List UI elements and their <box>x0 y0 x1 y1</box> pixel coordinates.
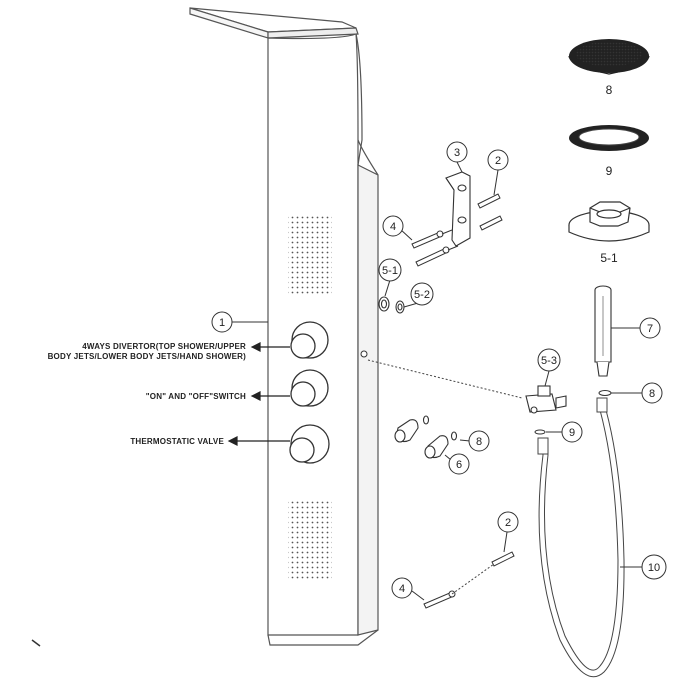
on-off-switch-knob <box>290 369 329 407</box>
part-9-label: 9 <box>606 164 613 178</box>
callout-4a: 4 <box>390 221 396 233</box>
callout-5-1: 5-1 <box>382 265 398 277</box>
callout-4b-circle <box>391 577 413 599</box>
callout-5-2: 5-2 <box>414 289 430 301</box>
callout-3: 3 <box>454 147 460 159</box>
screws-top <box>411 229 459 267</box>
callout-5-2-circle <box>410 282 434 306</box>
callout-5-1-leader <box>384 279 391 297</box>
callout-9-circle <box>561 421 583 443</box>
connection-dashed-line <box>367 359 523 399</box>
side-arrows <box>227 342 290 446</box>
callout-4b: 4 <box>399 583 405 595</box>
upper-body-jets <box>288 215 332 295</box>
callout-2b-leader <box>503 531 508 553</box>
callout-8a: 8 <box>649 388 655 400</box>
hand-shower <box>594 285 612 377</box>
callout-5-3-leader <box>544 370 550 387</box>
callout-5-2-leader <box>403 302 419 308</box>
hex-nut-flange-part-5-1 <box>568 201 650 242</box>
washers <box>378 296 405 314</box>
callout-7: 7 <box>647 323 653 335</box>
callout-8b: 8 <box>476 436 482 448</box>
callout-5-1-circle <box>378 258 402 282</box>
callout-2a-leader <box>493 169 499 196</box>
callout-9: 9 <box>569 427 575 439</box>
callout-2b: 2 <box>505 517 511 529</box>
callout-7-circle <box>639 317 661 339</box>
ring-gasket-part-9 <box>569 125 649 151</box>
mesh-cover-part-8 <box>568 39 650 75</box>
callout-10-circle <box>641 554 667 580</box>
callout-8b-leader <box>459 439 471 442</box>
callout-2a: 2 <box>495 155 501 167</box>
panel-outlet-hole <box>360 350 368 358</box>
callout-3-leader <box>456 161 463 173</box>
callout-10: 10 <box>648 562 660 574</box>
bottom-fixings <box>423 551 515 609</box>
hose-washer <box>534 429 546 435</box>
lower-body-jets <box>288 500 332 580</box>
callout-1-circle <box>211 311 233 333</box>
part-5-1-label: 5-1 <box>600 251 618 265</box>
elbow-fittings <box>394 415 458 459</box>
callout-2b-circle <box>497 511 519 533</box>
bottom-dashed-line <box>451 563 495 595</box>
callout-8a-circle <box>641 382 663 404</box>
hand-shower-washer <box>598 390 612 396</box>
diverter-knob <box>290 321 329 359</box>
wall-bracket <box>445 171 471 247</box>
diverter-label-line2: BODY JETS/LOWER BODY JETS/HAND SHOWER) <box>48 352 247 361</box>
outlet-adapter <box>525 385 567 414</box>
callout-4a-circle <box>382 215 404 237</box>
anchor-plugs-top <box>477 193 503 231</box>
callout-6-circle <box>448 453 470 475</box>
callout-4b-leader <box>411 590 425 601</box>
callout-5-3: 5-3 <box>541 355 557 367</box>
callout-6: 6 <box>456 459 462 471</box>
thermostatic-label: THERMOSTATIC VALVE <box>130 437 224 446</box>
callout-5-3-circle <box>537 348 561 372</box>
callout-8b-circle <box>468 430 490 452</box>
thermostatic-valve-knob <box>289 424 330 464</box>
callout-2a-circle <box>487 149 509 171</box>
shower-hose <box>537 397 625 678</box>
switch-label: "ON" AND "OFF"SWITCH <box>146 392 246 401</box>
callout-1: 1 <box>219 317 225 329</box>
stray-mark <box>31 639 41 647</box>
callout-3-circle <box>446 141 468 163</box>
diverter-label-line1: 4WAYS DIVERTOR(TOP SHOWER/UPPER <box>82 342 246 351</box>
part-8-label: 8 <box>606 83 613 97</box>
